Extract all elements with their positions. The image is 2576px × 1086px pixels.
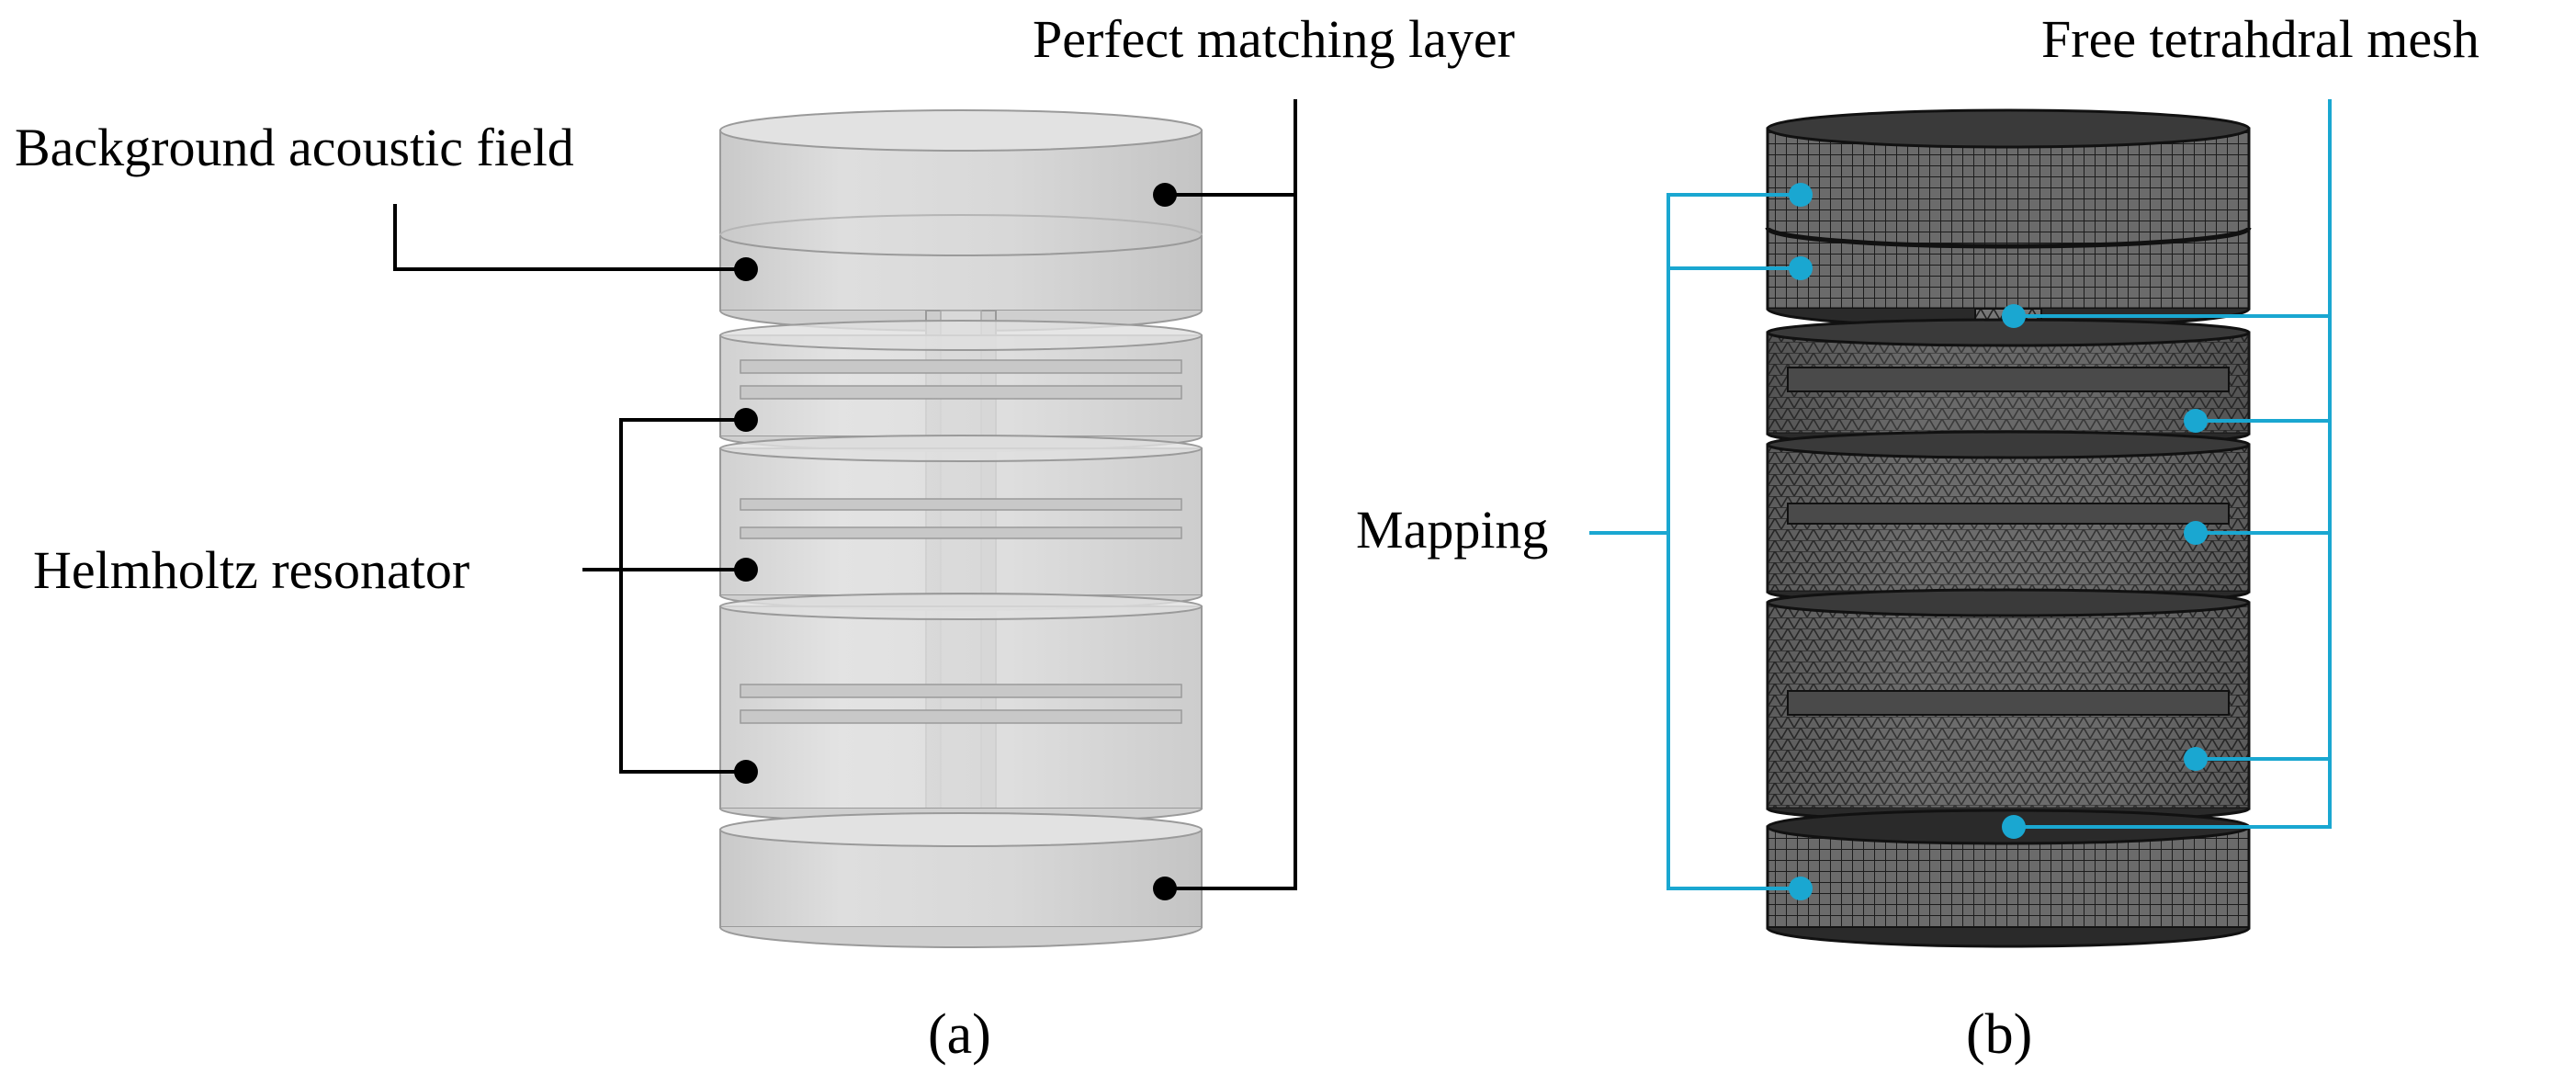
mesh-bottom-cylinder [1766,809,2251,948]
panel-b: Free tetrahdral mesh Mapping (b) [1356,9,2480,1066]
pml-bottom-cylinder [719,812,1203,948]
background-leader [393,204,746,271]
marker-background [734,257,758,281]
free-mesh-leader [2014,314,2332,829]
marker-free-tube-bottom [2002,815,2026,839]
mesh-resonator-1 [1766,318,2251,448]
label-free-mesh: Free tetrahdral mesh [2041,9,2480,69]
marker-mapping-bg [1789,256,1813,280]
marker-free-tube-top [2002,304,2026,328]
mesh-resonator-3 [1766,588,2251,823]
label-mapping: Mapping [1356,500,1548,560]
helmholtz-resonator-3 [719,593,1203,824]
leaders-b [1589,99,2332,890]
caption-b: (b) [1966,1003,2032,1066]
mesh-resonator-2 [1766,430,2251,606]
marker-free-res-1 [2184,409,2208,433]
marker-pml-top [1153,183,1177,207]
label-pml: Perfect matching layer [1033,9,1515,69]
marker-helmholtz-1 [734,408,758,432]
helmholtz-resonator-1 [719,320,1203,452]
marker-helmholtz-2 [734,558,758,582]
pml-top-cylinder [719,109,1203,332]
helmholtz-resonator-2 [719,435,1203,611]
caption-a: (a) [928,1003,991,1066]
pml-leader [1165,193,1297,890]
leaders-a [393,99,1297,890]
label-helmholtz: Helmholtz resonator [33,540,469,600]
mesh-top-cylinder [1765,108,2252,329]
marker-pml-bottom [1153,877,1177,900]
label-background: Background acoustic field [15,118,574,177]
helmholtz-leader [619,418,746,774]
marker-mapping-bottom [1789,877,1813,900]
markers-b [1789,183,2208,900]
panel-a: Perfect matching layer Background acoust… [15,9,1515,1066]
markers-a [734,183,1177,900]
mapping-leader [1666,193,1801,890]
marker-mapping-top [1789,183,1813,207]
marker-helmholtz-3 [734,760,758,784]
marker-free-res-2 [2184,521,2208,545]
marker-free-res-3 [2184,747,2208,771]
